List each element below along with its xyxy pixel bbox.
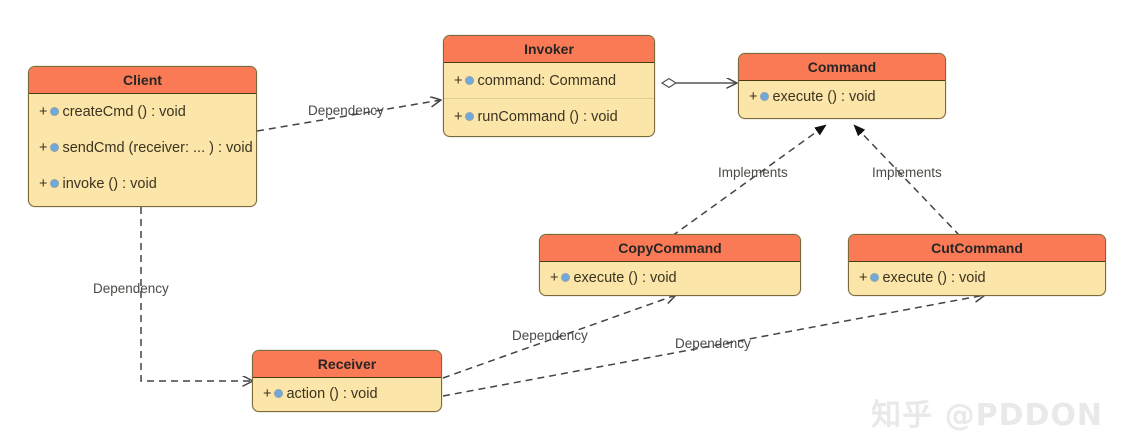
class-members-command: + execute () : void [739, 81, 945, 114]
method-dot-icon [275, 390, 283, 397]
edge-label-cut-implements: Implements [872, 165, 942, 180]
class-title-receiver: Receiver [253, 351, 441, 378]
edge-receiver-to-cutcommand [442, 295, 985, 397]
class-title-command: Command [739, 54, 945, 81]
class-node-invoker[interactable]: Invoker + command: Command + runCommand ()… [443, 35, 655, 137]
member-signature: invoke () : void [62, 176, 157, 192]
visibility-marker: + [749, 89, 758, 105]
class-node-client[interactable]: Client + createCmd () : void + sendCmd (re… [28, 66, 257, 207]
class-node-receiver[interactable]: Receiver + action () : void [252, 350, 442, 412]
method-dot-icon [51, 108, 59, 115]
class-members-receiver: + action () : void [253, 378, 441, 411]
visibility-marker: + [550, 270, 559, 286]
member-row: + invoke () : void [29, 166, 256, 202]
class-members-invoker: + command: Command + runCommand () : void [444, 63, 654, 135]
class-node-cutcommand[interactable]: CutCommand + execute () : void [848, 234, 1106, 296]
member-row: + execute () : void [739, 81, 945, 114]
watermark-pddon: 知乎 @PDDON [871, 398, 1103, 433]
visibility-marker: + [39, 176, 48, 192]
class-title-cutcommand: CutCommand [849, 235, 1105, 262]
class-node-command[interactable]: Command + execute () : void [738, 53, 946, 119]
method-dot-icon [51, 144, 59, 151]
member-row: + createCmd () : void [29, 94, 256, 130]
edge-cutcommand-implements-command [854, 125, 961, 237]
method-dot-icon [51, 180, 59, 187]
method-dot-icon [562, 274, 570, 281]
member-row: + runCommand () : void [444, 99, 654, 135]
class-node-copycommand[interactable]: CopyCommand + execute () : void [539, 234, 801, 296]
edge-label-client-receiver: Dependency [93, 281, 169, 296]
visibility-marker: + [39, 104, 48, 120]
method-dot-icon [466, 113, 474, 120]
class-title-client: Client [29, 67, 256, 94]
class-title-invoker: Invoker [444, 36, 654, 63]
member-signature: execute () : void [573, 270, 677, 286]
visibility-marker: + [263, 386, 272, 402]
visibility-marker: + [454, 109, 463, 125]
edge-copycommand-implements-command [671, 124, 826, 237]
member-signature: execute () : void [882, 270, 986, 286]
member-row: + sendCmd (receiver: ... ) : void [29, 130, 256, 166]
class-members-cutcommand: + execute () : void [849, 262, 1105, 295]
edge-client-to-receiver [140, 207, 253, 381]
member-row: + command: Command [444, 63, 654, 99]
member-signature: createCmd () : void [62, 104, 186, 120]
field-dot-icon [466, 77, 474, 84]
member-signature: execute () : void [772, 89, 876, 105]
class-title-copycommand: CopyCommand [540, 235, 800, 262]
member-signature: command: Command [477, 73, 617, 89]
visibility-marker: + [454, 73, 463, 89]
member-signature: runCommand () : void [477, 109, 618, 125]
edge-label-copy-implements: Implements [718, 165, 788, 180]
visibility-marker: + [39, 140, 48, 156]
member-signature: action () : void [286, 386, 378, 402]
member-row: + execute () : void [849, 262, 1105, 295]
class-members-client: + createCmd () : void + sendCmd (receiver:… [29, 94, 256, 202]
edge-label-receiver-cutcommand: Dependency [675, 336, 751, 351]
edge-receiver-to-copycommand [442, 295, 676, 379]
member-row: + execute () : void [540, 262, 800, 295]
method-dot-icon [761, 93, 769, 100]
class-members-copycommand: + execute () : void [540, 262, 800, 295]
member-signature: sendCmd (receiver: ... ) : void [62, 140, 253, 156]
visibility-marker: + [859, 270, 868, 286]
edge-label-receiver-copycommand: Dependency [512, 328, 588, 343]
method-dot-icon [871, 274, 879, 281]
edge-label-client-invoker: Dependency [308, 103, 384, 118]
member-row: + action () : void [253, 378, 441, 411]
